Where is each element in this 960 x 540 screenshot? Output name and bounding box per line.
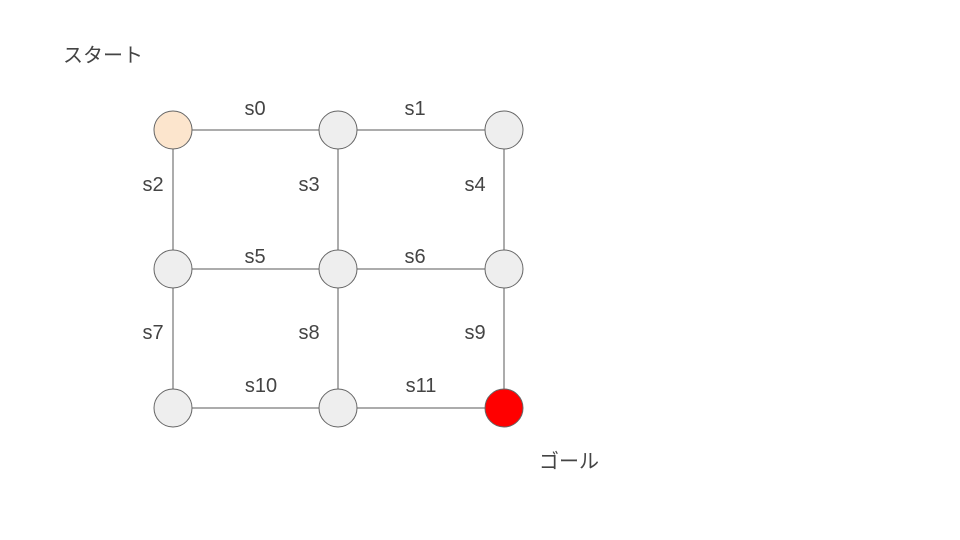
edge-label: s6 — [404, 246, 425, 268]
edge-labels-layer: s0 s1 s2 s3 s4 s5 s6 s7 s8 s9 s10 s11 — [142, 98, 485, 397]
edge-label: s0 — [244, 98, 265, 120]
edge-label: s10 — [245, 375, 277, 397]
edge-label: s2 — [142, 174, 163, 196]
edge-label: s9 — [464, 322, 485, 344]
edge-label: s8 — [298, 322, 319, 344]
node-0-2 — [484, 110, 524, 150]
start-node — [153, 110, 193, 150]
node-1-2 — [484, 249, 524, 289]
start-label: スタート — [63, 44, 143, 67]
node-2-0 — [153, 388, 193, 428]
goal-node — [484, 388, 524, 428]
goal-label: ゴール — [539, 450, 599, 473]
edge-label: s4 — [464, 174, 485, 196]
node-1-1 — [318, 249, 358, 289]
edges-layer — [172, 129, 505, 409]
nodes-layer — [153, 110, 524, 428]
edge-label: s11 — [406, 375, 437, 397]
edge-label: s5 — [244, 246, 265, 268]
edge-label: s1 — [404, 98, 425, 120]
node-0-1 — [318, 110, 358, 150]
edge-label: s7 — [142, 322, 163, 344]
edge-label: s3 — [298, 174, 319, 196]
node-1-0 — [153, 249, 193, 289]
node-2-1 — [318, 388, 358, 428]
